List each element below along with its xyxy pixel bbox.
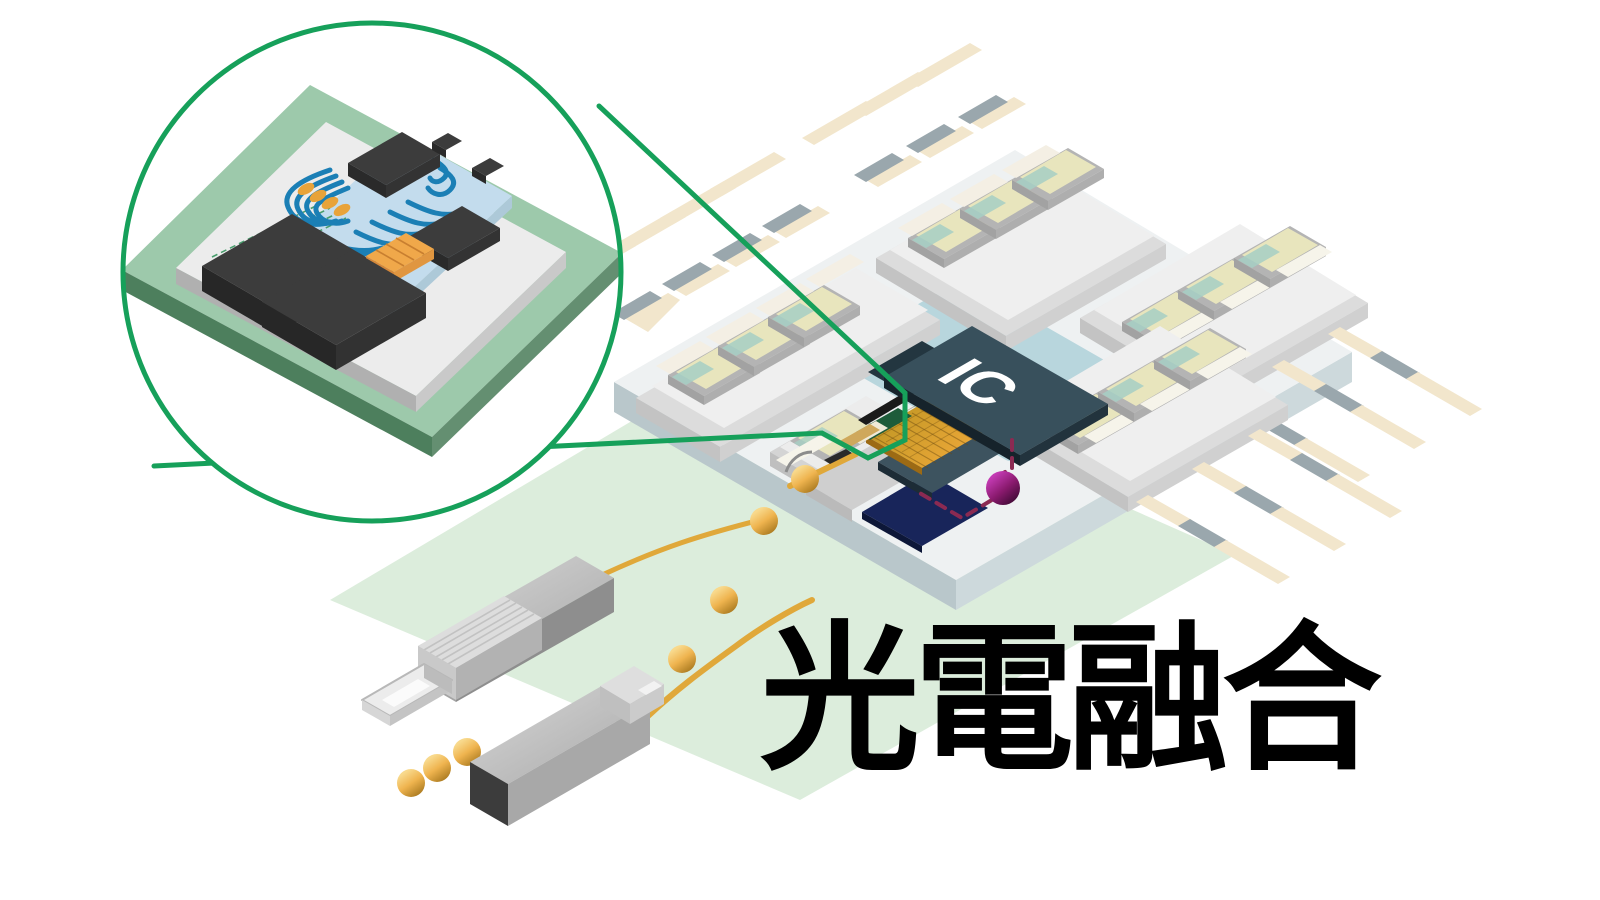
photon [423, 754, 451, 782]
inset-modulators [297, 182, 351, 217]
signal-node [986, 471, 1020, 505]
ic-chip-assembly: IC [838, 326, 1108, 553]
callout-circle-outline [120, 20, 624, 524]
optical-connector-lower [470, 666, 664, 826]
module-contacts [668, 285, 860, 405]
inset-electronic-dies [202, 214, 426, 370]
optical-connector-upper [361, 556, 614, 726]
connector-module-right-lower [1000, 326, 1402, 584]
optical-fiber-lower [645, 597, 815, 719]
module-leads [1136, 429, 1402, 584]
photon [750, 507, 778, 535]
photon [453, 738, 481, 766]
navy-die [862, 473, 988, 546]
magnified-callout [120, 20, 624, 524]
photon [668, 645, 696, 673]
electrical-signal-trace [916, 438, 1020, 521]
connector-module-top-left [560, 152, 940, 462]
callout-leader-lines [151, 103, 908, 469]
optical-fiber-upper [597, 515, 771, 579]
page-title: 光電融合 [760, 606, 1382, 793]
module-contacts [1122, 226, 1332, 352]
module-leads [802, 43, 1060, 236]
photon [397, 769, 425, 797]
module-contacts [908, 148, 1104, 268]
optical-path [397, 449, 859, 797]
photon [791, 465, 819, 493]
connector-module-top-right [802, 43, 1166, 351]
photon [710, 586, 738, 614]
ic-chip-body [884, 326, 1108, 455]
inset-photonic-blocks [348, 132, 504, 271]
module-leads [560, 152, 864, 374]
